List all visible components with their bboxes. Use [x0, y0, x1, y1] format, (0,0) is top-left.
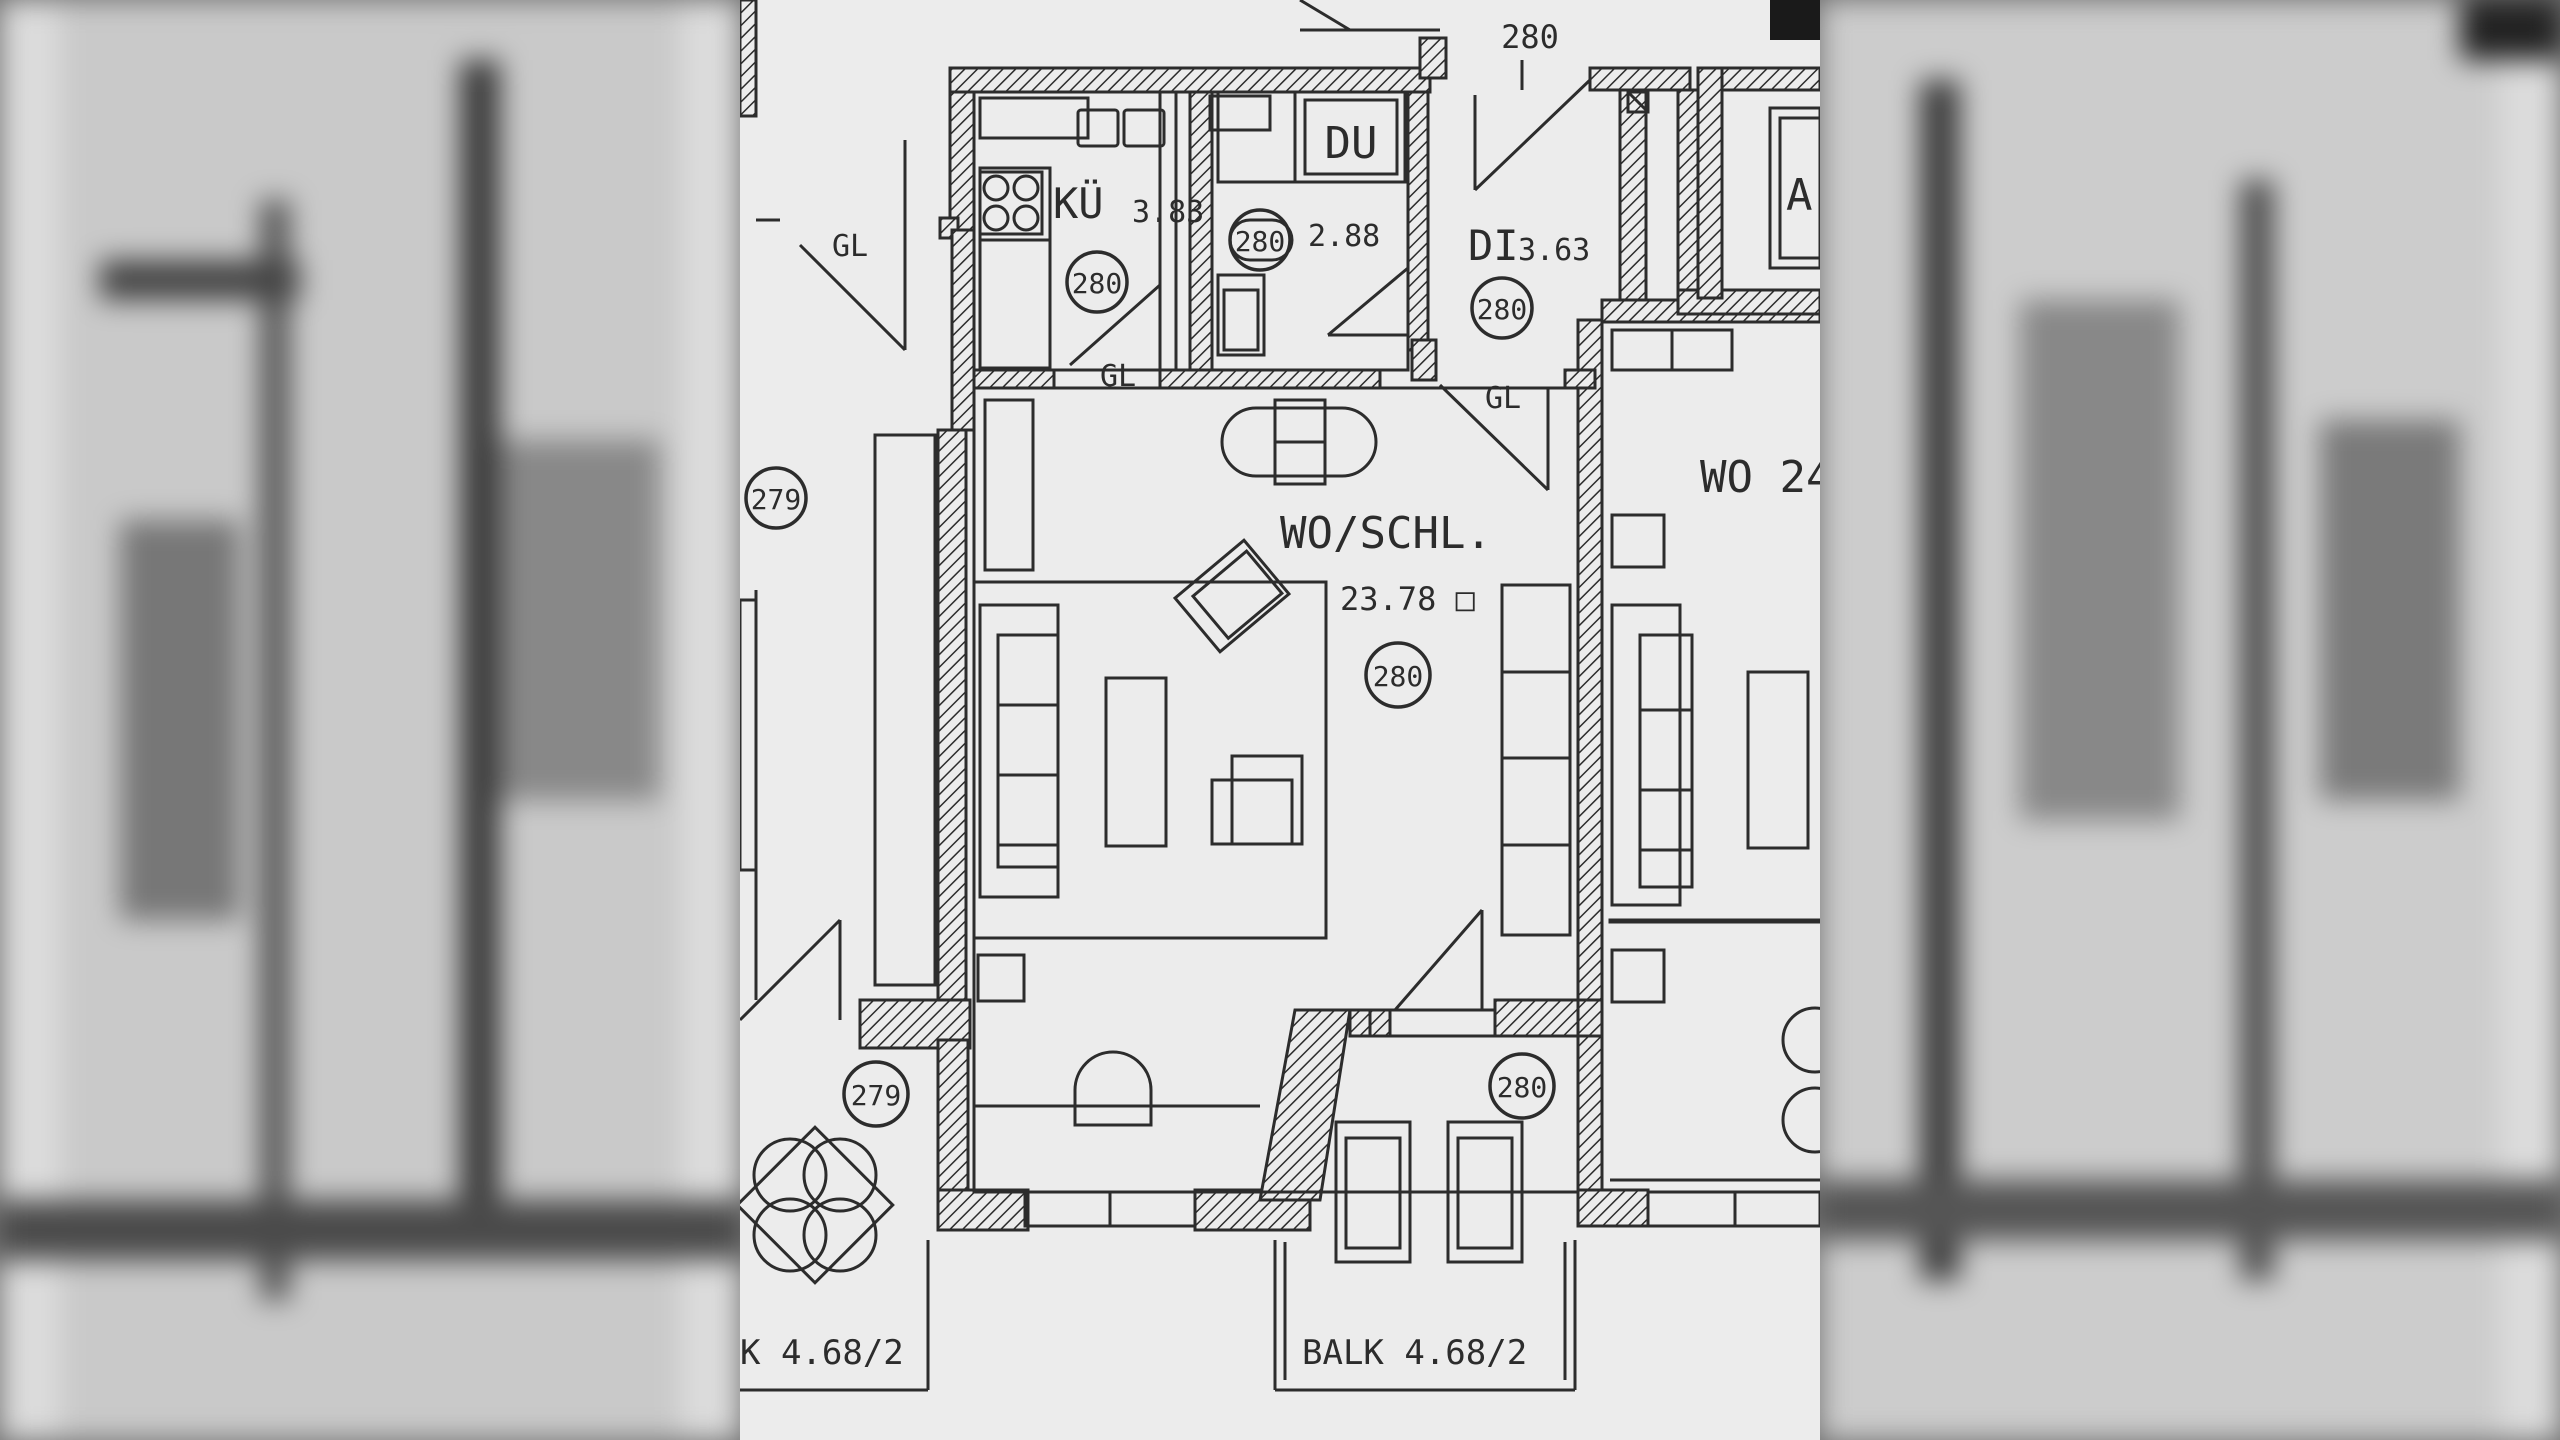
shower-area: 2.88: [1308, 219, 1380, 254]
gl-kitchen: GL: [1100, 359, 1136, 394]
height-markers: [744, 208, 1556, 1128]
shower-name: DU: [1325, 118, 1378, 169]
right-neighbor-furniture: [1608, 106, 1820, 1154]
floor-plan-drawing: KÜ 3.83 280 DU 280 2.88 DI 3.63 280 WO/S…: [740, 0, 1820, 1440]
windows: [1023, 1008, 1820, 1228]
hall-doors: [1299, 0, 1650, 492]
walls: [740, 0, 1820, 1232]
kitchen-door: [1069, 283, 1162, 370]
hall-area: 3.63: [1518, 233, 1590, 268]
living-furniture: [972, 398, 1572, 1127]
left-balcony-name: K 4.68/2: [740, 1333, 904, 1373]
shower-height: 280: [1235, 225, 1286, 258]
balcony-name: BALK 4.68/2: [1302, 1333, 1527, 1373]
right-room-name: WO 24: [1700, 452, 1820, 503]
living-height: 280: [1373, 660, 1424, 693]
hall-name: DI: [1468, 221, 1519, 270]
blurred-backdrop-right: [1820, 0, 2560, 1440]
black-corner: [1770, 0, 1820, 40]
right-cut-name: A: [1786, 170, 1813, 221]
left-neighbor-door: [756, 140, 907, 352]
left-balcony-height: 279: [851, 1079, 902, 1112]
shower-door: [1327, 266, 1409, 337]
balcony-height: 280: [1497, 1071, 1548, 1104]
blurred-backdrop-left: [0, 0, 740, 1440]
living-area: 23.78 □: [1340, 580, 1476, 618]
labels: KÜ 3.83 280 DU 280 2.88 DI 3.63 280 WO/S…: [740, 18, 1820, 1373]
kitchen-height: 280: [1072, 267, 1123, 300]
kitchen-name: KÜ: [1053, 178, 1104, 228]
gl-hall: GL: [1485, 381, 1521, 416]
left-neighbor-furniture: [740, 433, 937, 1392]
kitchen-area: 3.83: [1132, 195, 1204, 230]
living-name: WO/SCHL.: [1280, 508, 1492, 559]
balcony-furniture: [1273, 1120, 1577, 1392]
floor-plan: KÜ 3.83 280 DU 280 2.88 DI 3.63 280 WO/S…: [740, 0, 1820, 1440]
hall-height: 280: [1477, 293, 1528, 326]
left-room-height: 279: [751, 483, 802, 516]
gl-left: GL: [832, 229, 868, 264]
top-height: 280: [1501, 18, 1559, 56]
kitchen-fixtures: [978, 96, 1166, 370]
